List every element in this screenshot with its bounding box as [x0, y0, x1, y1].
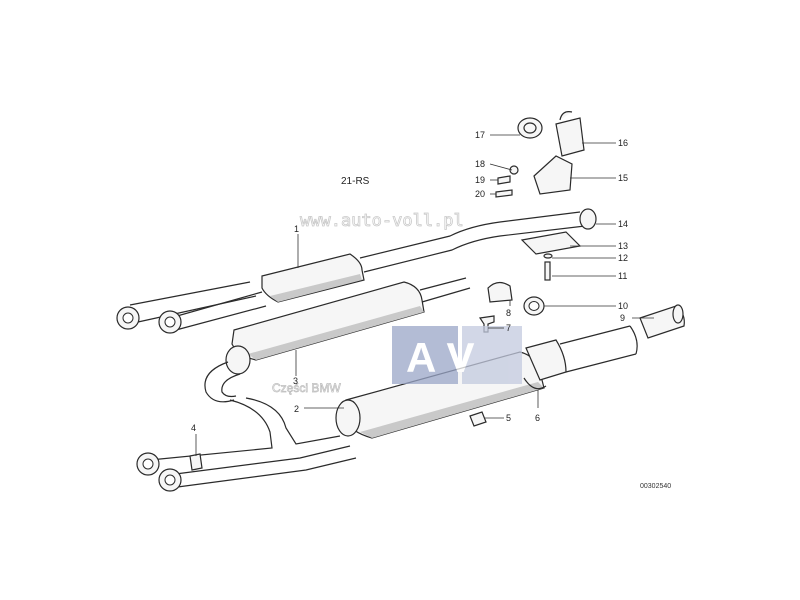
- callout-5: 5: [506, 413, 511, 423]
- callout-17: 17: [475, 130, 485, 140]
- logo-text: A V: [406, 334, 474, 381]
- callout-8: 8: [506, 308, 511, 318]
- callout-13: 13: [618, 241, 628, 251]
- callout-15: 15: [618, 173, 628, 183]
- watermark-text: Części BMW: [272, 381, 341, 395]
- callout-19: 19: [475, 175, 485, 185]
- callout-12: 12: [618, 253, 628, 263]
- callout-labels: 1 2 3 4 5 6 7 8 9 10 11 12 13 14 15 16 1…: [191, 130, 628, 433]
- callout-20: 20: [475, 189, 485, 199]
- callout-3: 3: [293, 376, 298, 386]
- callout-9: 9: [620, 313, 625, 323]
- callout-18: 18: [475, 159, 485, 169]
- middle-muffler-assembly: [204, 277, 471, 403]
- leader-lines: [195, 134, 654, 456]
- callout-4: 4: [191, 423, 196, 433]
- callout-16: 16: [618, 138, 628, 148]
- front-muffler-assembly: [116, 208, 597, 334]
- diagram-title: 21-RS: [341, 176, 370, 187]
- callout-1: 1: [294, 224, 299, 234]
- callout-6: 6: [535, 413, 540, 423]
- small-parts: [189, 111, 585, 471]
- watermark-url: www.auto-voll.pl: [300, 211, 464, 231]
- watermark-logo: A V: [392, 326, 522, 384]
- drawing-code: 00302540: [640, 483, 671, 490]
- callout-11: 11: [618, 271, 627, 281]
- callout-10: 10: [618, 301, 628, 311]
- callout-14: 14: [618, 219, 628, 229]
- callout-7: 7: [506, 323, 511, 333]
- callout-2: 2: [294, 404, 299, 414]
